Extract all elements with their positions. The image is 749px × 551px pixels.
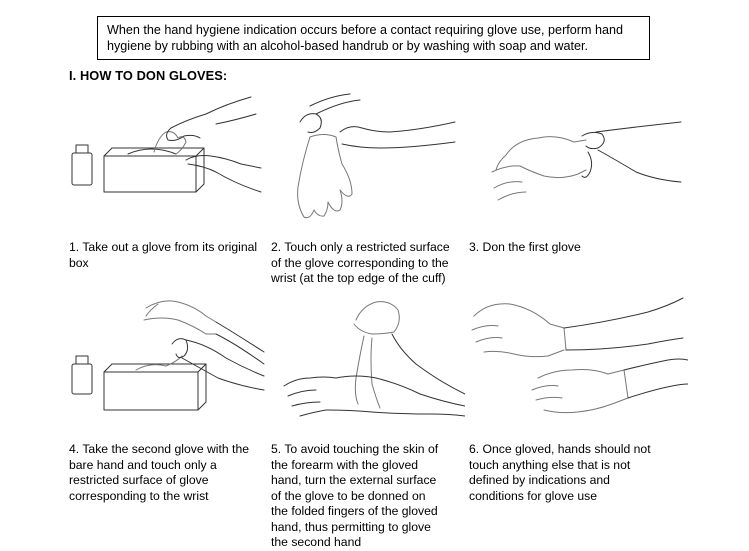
step-6-caption: 6. Once gloved, hands should not touch a… <box>469 442 651 503</box>
step-1-illustration <box>66 92 266 227</box>
step-3-caption: 3. Don the first glove <box>469 240 581 254</box>
step-2-caption: 2. Touch only a restricted surface of th… <box>271 240 450 285</box>
step-5-illustration <box>280 294 465 424</box>
step-6-illustration <box>468 294 688 429</box>
step-5-caption: 5. To avoid touching the skin of the for… <box>271 442 439 549</box>
step-1-caption: 1. Take out a glove from its original bo… <box>69 240 258 270</box>
hand-hygiene-notice: When the hand hygiene indication occurs … <box>97 16 650 60</box>
step-3-illustration <box>486 110 686 220</box>
step-4-illustration <box>66 294 266 434</box>
section-title: I. HOW TO DON GLOVES: <box>69 68 228 83</box>
step-4-caption: 4. Take the second glove with the bare h… <box>69 442 249 503</box>
step-2-illustration <box>280 92 460 227</box>
